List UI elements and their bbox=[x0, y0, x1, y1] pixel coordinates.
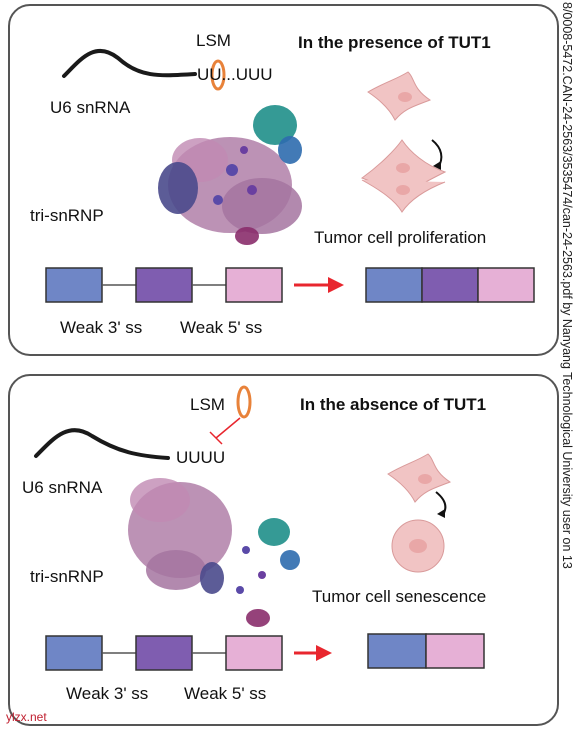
panel-absence-tut1 bbox=[8, 374, 559, 726]
exon-3-bottom bbox=[225, 635, 283, 671]
side-download-text: 8/0008-5472.CAN-24-2563/3535474/can-24-2… bbox=[560, 2, 574, 569]
lsm-label-bottom: LSM bbox=[190, 395, 225, 414]
weak3-label-bottom: Weak 3' ss bbox=[66, 684, 149, 703]
single-cell-top bbox=[367, 71, 432, 121]
lsm-label-top: LSM bbox=[196, 31, 231, 50]
spliced-exon-2-top bbox=[421, 267, 479, 303]
tri-snrnp-label-top: tri-snRNP bbox=[30, 206, 104, 225]
exon-2-top bbox=[135, 267, 193, 303]
weak5-label-top: Weak 5' ss bbox=[180, 318, 263, 337]
lsm-ring-top bbox=[210, 59, 226, 91]
weak5-label-bottom: Weak 5' ss bbox=[184, 684, 267, 703]
exon-3-top bbox=[225, 267, 283, 303]
u6-snrna-strand-top bbox=[62, 49, 197, 78]
inhibition-icon bbox=[209, 417, 241, 445]
u6-snrna-strand-bottom bbox=[34, 428, 170, 460]
exon-2-bottom bbox=[135, 635, 193, 671]
tri-snrnp-complex-bottom bbox=[128, 478, 300, 627]
outcome-label-bottom: Tumor cell senescence bbox=[312, 587, 487, 606]
spliced-exon-3-top bbox=[477, 267, 535, 303]
lsm-ring-bottom bbox=[236, 385, 252, 419]
u6-label-bottom: U6 snRNA bbox=[22, 478, 103, 497]
senescent-cell bbox=[391, 519, 445, 573]
spliced-exon-1-top bbox=[365, 267, 423, 303]
watermark: ylzx.net bbox=[6, 710, 47, 724]
tri-snrnp-label-bottom: tri-snRNP bbox=[30, 567, 104, 586]
u6-label-top: U6 snRNA bbox=[50, 98, 131, 117]
exon-1-bottom bbox=[45, 635, 103, 671]
red-arrow-icon-top bbox=[294, 277, 344, 293]
tri-snrnp-complex-top bbox=[158, 105, 302, 245]
single-cell-bottom bbox=[387, 453, 452, 503]
weak3-label-top: Weak 3' ss bbox=[60, 318, 143, 337]
spliced-exon-3-bottom bbox=[425, 633, 485, 669]
dividing-cells-top bbox=[360, 139, 447, 213]
exon-1-top bbox=[45, 267, 103, 303]
panel-title-top: In the presence of TUT1 bbox=[298, 33, 491, 52]
u-tail-bottom: UUUU bbox=[176, 448, 226, 467]
red-arrow-icon-bottom bbox=[294, 645, 332, 661]
u-tail-top: UU...UUU bbox=[197, 65, 273, 84]
outcome-label-top: Tumor cell proliferation bbox=[314, 228, 487, 247]
panel-title-bottom: In the absence of TUT1 bbox=[300, 395, 487, 414]
